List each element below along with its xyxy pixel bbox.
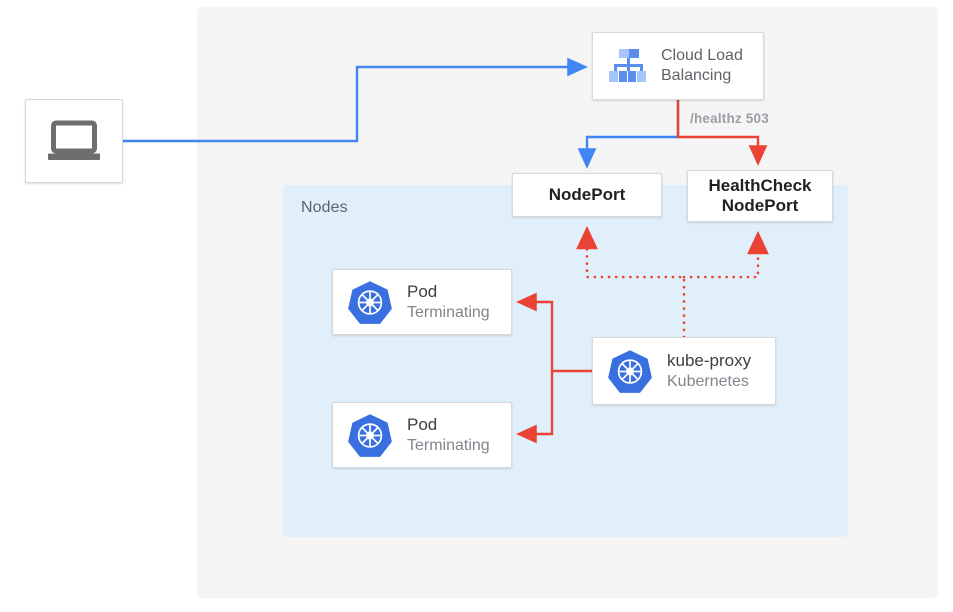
pod-1-status: Terminating	[407, 303, 490, 321]
healthcheck-nodeport-node[interactable]: HealthCheck NodePort	[687, 170, 833, 222]
cloud-load-balancing-label: Cloud Load Balancing	[661, 46, 743, 87]
pod-2-status: Terminating	[407, 436, 490, 454]
pod-1-label: Pod Terminating	[407, 281, 490, 323]
client-node[interactable]	[25, 99, 123, 183]
pod-node-2[interactable]: Pod Terminating	[332, 402, 512, 468]
clb-title-line1: Cloud Load	[661, 46, 743, 64]
kubernetes-icon	[607, 348, 653, 394]
kubernetes-icon	[347, 412, 393, 458]
cloud-load-balancing-icon	[607, 47, 649, 85]
healthz-edge-label: /healthz 503	[690, 111, 769, 126]
pod-2-title: Pod	[407, 414, 438, 434]
clb-title-line2: Balancing	[661, 67, 732, 84]
kube-proxy-subtitle: Kubernetes	[667, 372, 749, 390]
healthcheck-nodeport-label-line1: HealthCheck	[708, 175, 812, 195]
kube-proxy-label: kube-proxy Kubernetes	[667, 350, 751, 392]
pod-node-1[interactable]: Pod Terminating	[332, 269, 512, 335]
nodeport-label: NodePort	[548, 184, 626, 204]
nodeport-node[interactable]: NodePort	[512, 173, 662, 217]
pod-2-label: Pod Terminating	[407, 414, 490, 456]
cloud-load-balancing-node[interactable]: Cloud Load Balancing	[592, 32, 764, 100]
pod-1-title: Pod	[407, 281, 438, 301]
kubernetes-icon	[347, 279, 393, 325]
laptop-icon	[45, 119, 103, 163]
healthcheck-nodeport-label: HealthCheck NodePort	[688, 176, 832, 217]
nodes-region-label: Nodes	[301, 199, 348, 216]
kube-proxy-node[interactable]: kube-proxy Kubernetes	[592, 337, 776, 405]
healthcheck-nodeport-label-line2: NodePort	[721, 196, 799, 215]
kube-proxy-title: kube-proxy	[667, 350, 752, 370]
